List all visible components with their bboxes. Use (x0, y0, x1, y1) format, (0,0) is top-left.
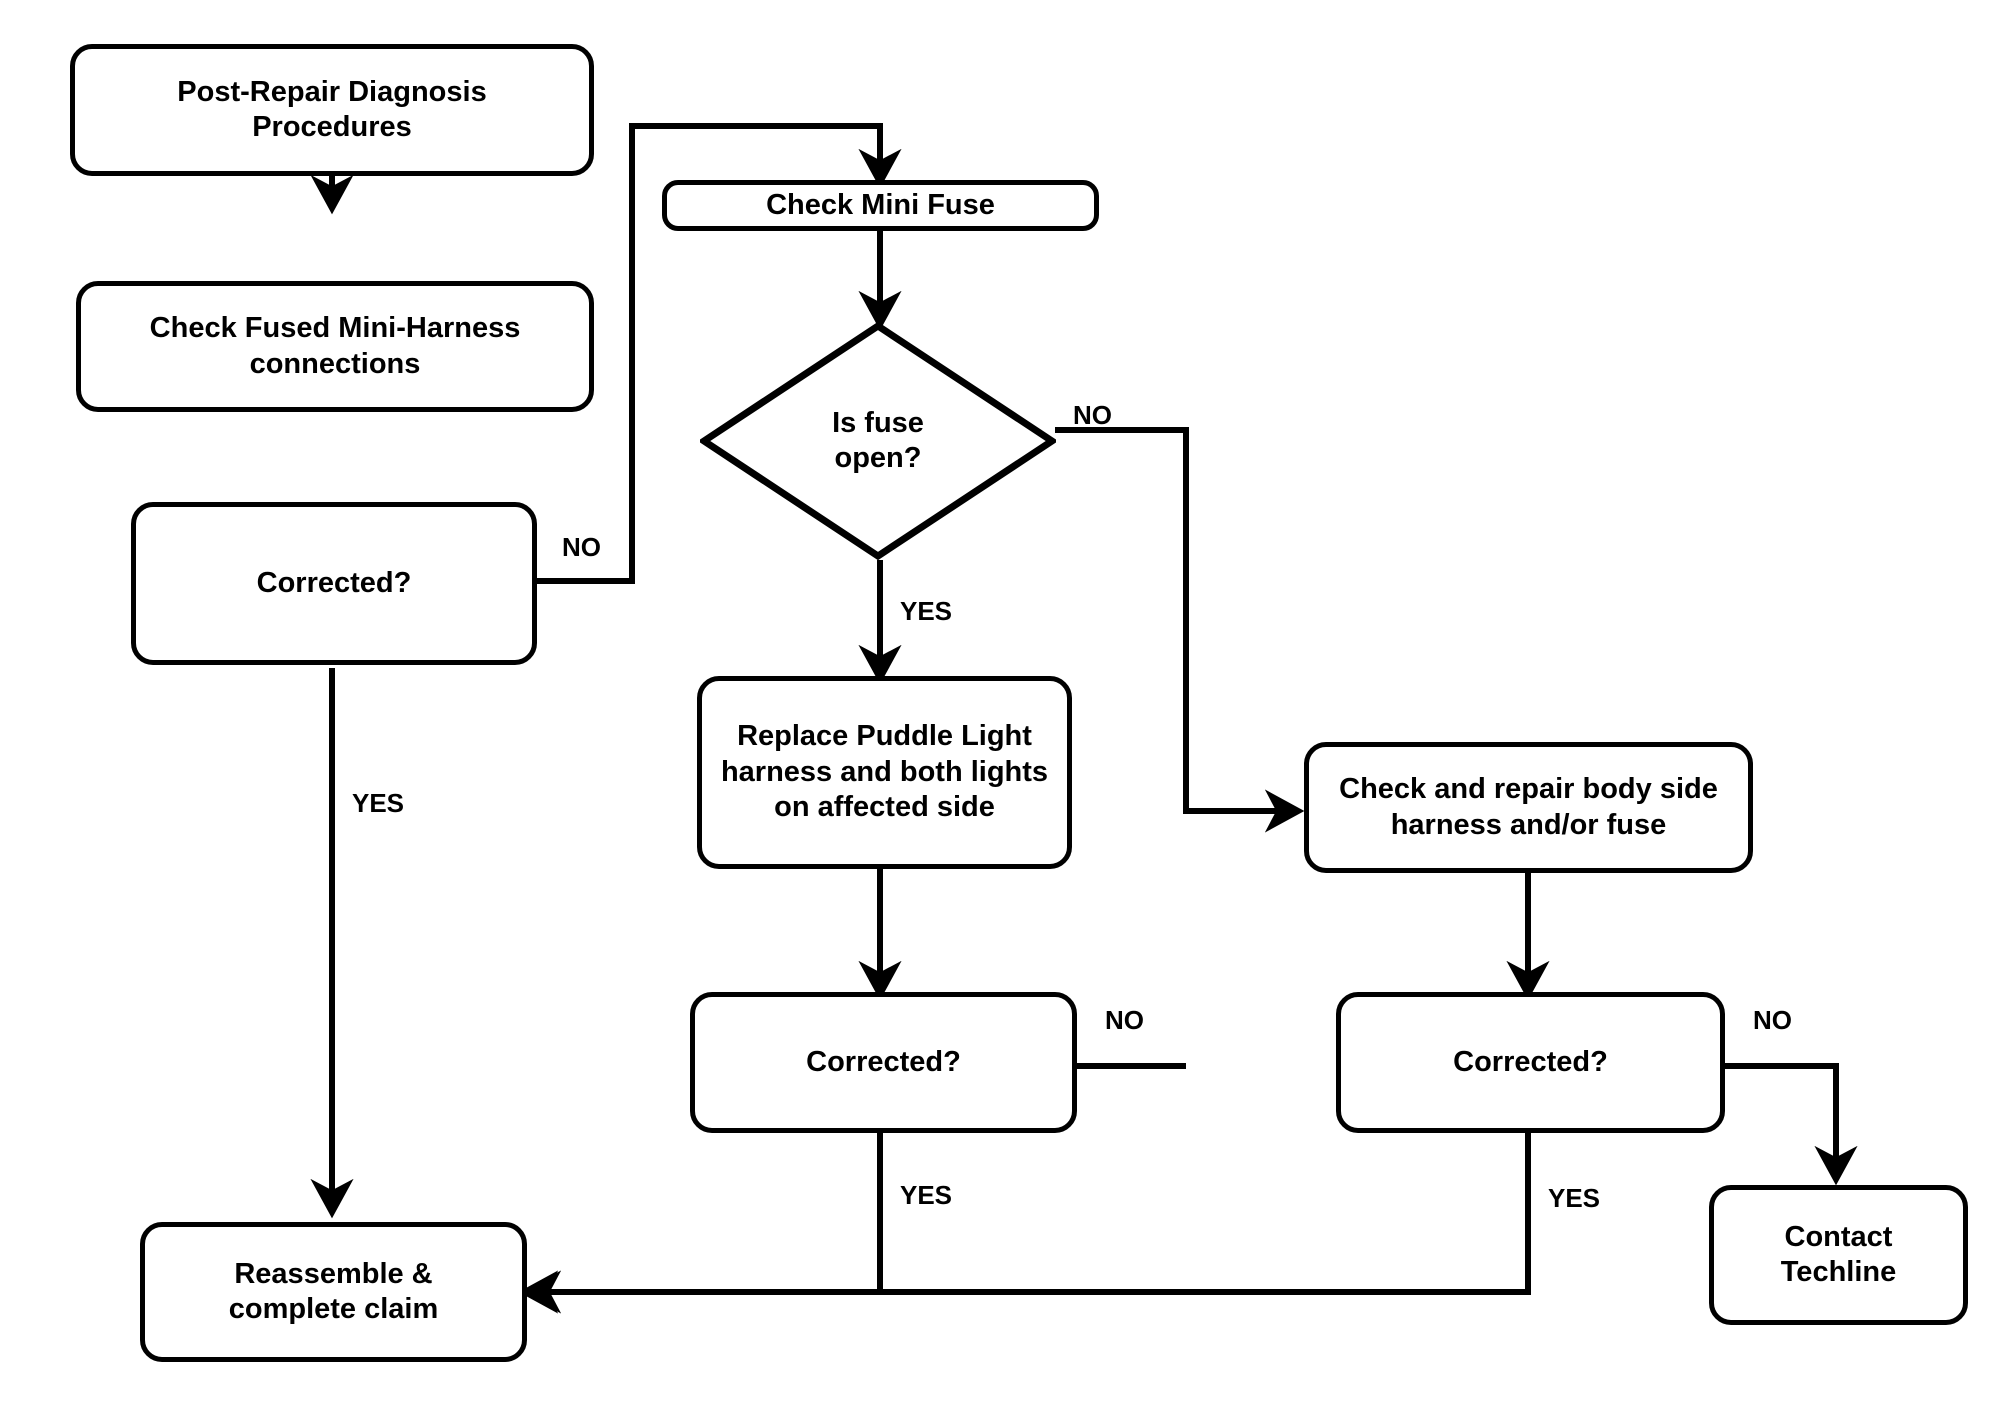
node-label: Is fuse open? (832, 406, 924, 474)
node-label: Replace Puddle Light harness and both li… (720, 720, 1049, 824)
edge-label-fuse-open-yes: YES (900, 596, 953, 626)
edge-corrected3-yes-to-reassemble (521, 1133, 1531, 1314)
node-post-repair-diagnosis-procedures[interactable]: Post-Repair Diagnosis Procedures (70, 44, 594, 176)
node-label: Check and repair body side harness and/o… (1339, 773, 1718, 841)
node-reassemble-complete-claim[interactable]: Reassemble & complete claim (140, 1222, 527, 1362)
node-corrected-1[interactable]: Corrected? (131, 502, 537, 665)
node-label: Check Fused Mini-Harness connections (149, 312, 521, 380)
node-contact-techline[interactable]: Contact Techline (1709, 1185, 1968, 1325)
edge-label-fuse-open-no: NO (1073, 400, 1112, 430)
node-label: Post-Repair Diagnosis Procedures (177, 75, 487, 143)
diamond-shape (697, 321, 1059, 561)
edge-corrected1-no-to-check-mini-fuse (418, 123, 902, 584)
edge-label-corrected3-no: NO (1753, 1005, 1792, 1035)
edge-label-corrected1-yes: YES (352, 788, 405, 818)
node-label: Corrected? (806, 1045, 961, 1078)
node-label: Corrected? (1453, 1045, 1608, 1078)
node-check-mini-fuse[interactable]: Check Mini Fuse (662, 180, 1099, 231)
edge-corrected3-no-to-techline (1725, 1063, 1858, 1186)
node-check-fused-mini-harness[interactable]: Check Fused Mini-Harness connections (76, 281, 594, 412)
node-check-body-side-harness[interactable]: Check and repair body side harness and/o… (1304, 742, 1753, 873)
node-is-fuse-open[interactable]: Is fuse open? (697, 321, 1059, 561)
node-label: Contact Techline (1780, 1220, 1897, 1288)
node-replace-puddle-light[interactable]: Replace Puddle Light harness and both li… (697, 676, 1072, 869)
edge-label-corrected2-no: NO (1105, 1005, 1144, 1035)
edge-corrected2-yes-to-reassemble (518, 1133, 883, 1314)
node-label: Check Mini Fuse (766, 188, 995, 221)
node-corrected-2[interactable]: Corrected? (690, 992, 1077, 1133)
edge-label-corrected1-no: NO (562, 532, 601, 562)
edge-label-corrected3-yes: YES (1548, 1183, 1601, 1213)
edge-label-corrected2-yes: YES (900, 1180, 953, 1210)
node-label: Corrected? (256, 566, 412, 599)
node-corrected-3[interactable]: Corrected? (1336, 992, 1725, 1133)
edge-is-fuse-open-no-to-body-harness (1055, 427, 1305, 833)
node-label: Reassemble & complete claim (228, 1257, 439, 1325)
